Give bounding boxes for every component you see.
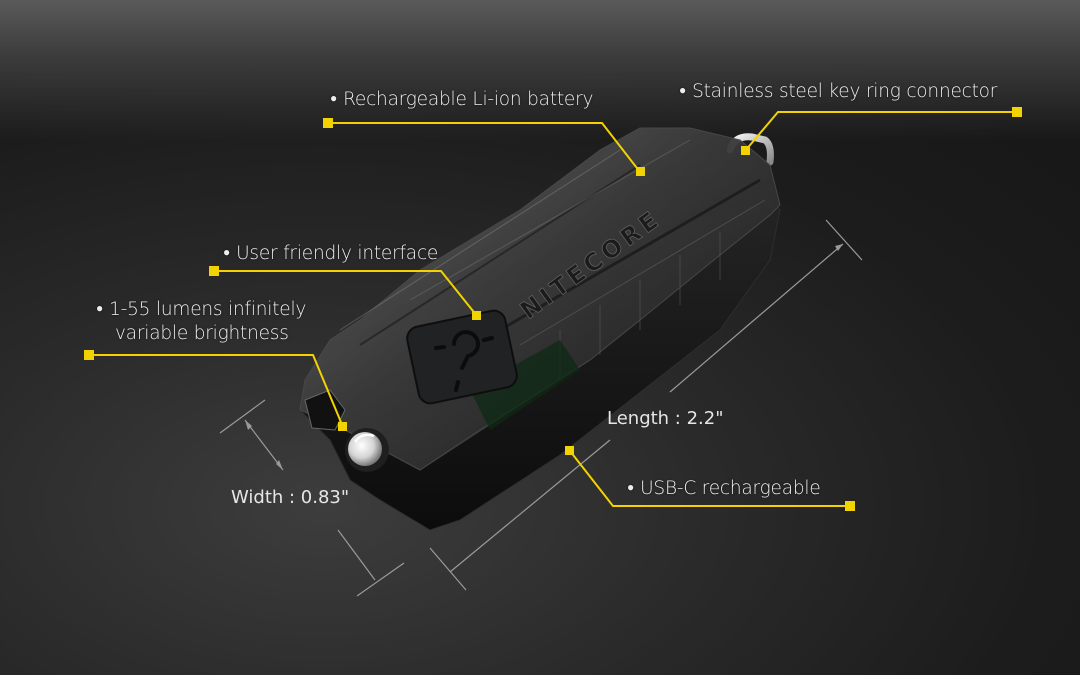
leader-endpoints	[84, 107, 1022, 511]
bullet-icon: ●	[96, 301, 104, 315]
dimension-width: Width : 0.83"	[231, 487, 350, 508]
callout-battery-text: Rechargeable Li-ion battery	[343, 89, 594, 110]
background-glow	[0, 0, 1080, 140]
callout-brightness-line1: 1-55 lumens infinitely	[109, 299, 307, 320]
bullet-icon: ●	[627, 480, 635, 494]
power-button	[406, 309, 518, 405]
callout-usbc: ● USB-C rechargeable	[627, 478, 821, 501]
callout-interface: ● User friendly interface	[223, 243, 438, 266]
callout-battery: ● Rechargeable Li-ion battery	[330, 89, 593, 112]
callout-brightness-line2: variable brightness	[115, 323, 289, 344]
bullet-icon: ●	[223, 245, 231, 259]
bullet-icon: ●	[330, 91, 338, 105]
dimension-length: Length : 2.2"	[607, 408, 724, 429]
callout-brightness: ● 1-55 lumens infinitely	[96, 299, 306, 322]
flashlight-body: NITECORE	[299, 127, 781, 531]
bullet-icon: ●	[679, 83, 687, 97]
callout-keyring: ● Stainless steel key ring connector	[679, 81, 997, 104]
callout-interface-text: User friendly interface	[236, 243, 439, 264]
power-icon	[434, 330, 494, 392]
callout-brightness-line2-wrap: variable brightness	[115, 323, 289, 345]
led-lens	[345, 428, 389, 472]
dimension-lines	[219, 219, 863, 597]
leader-lines	[89, 111, 1017, 507]
callout-keyring-text: Stainless steel key ring connector	[692, 81, 998, 102]
callout-usbc-text: USB-C rechargeable	[640, 478, 821, 499]
